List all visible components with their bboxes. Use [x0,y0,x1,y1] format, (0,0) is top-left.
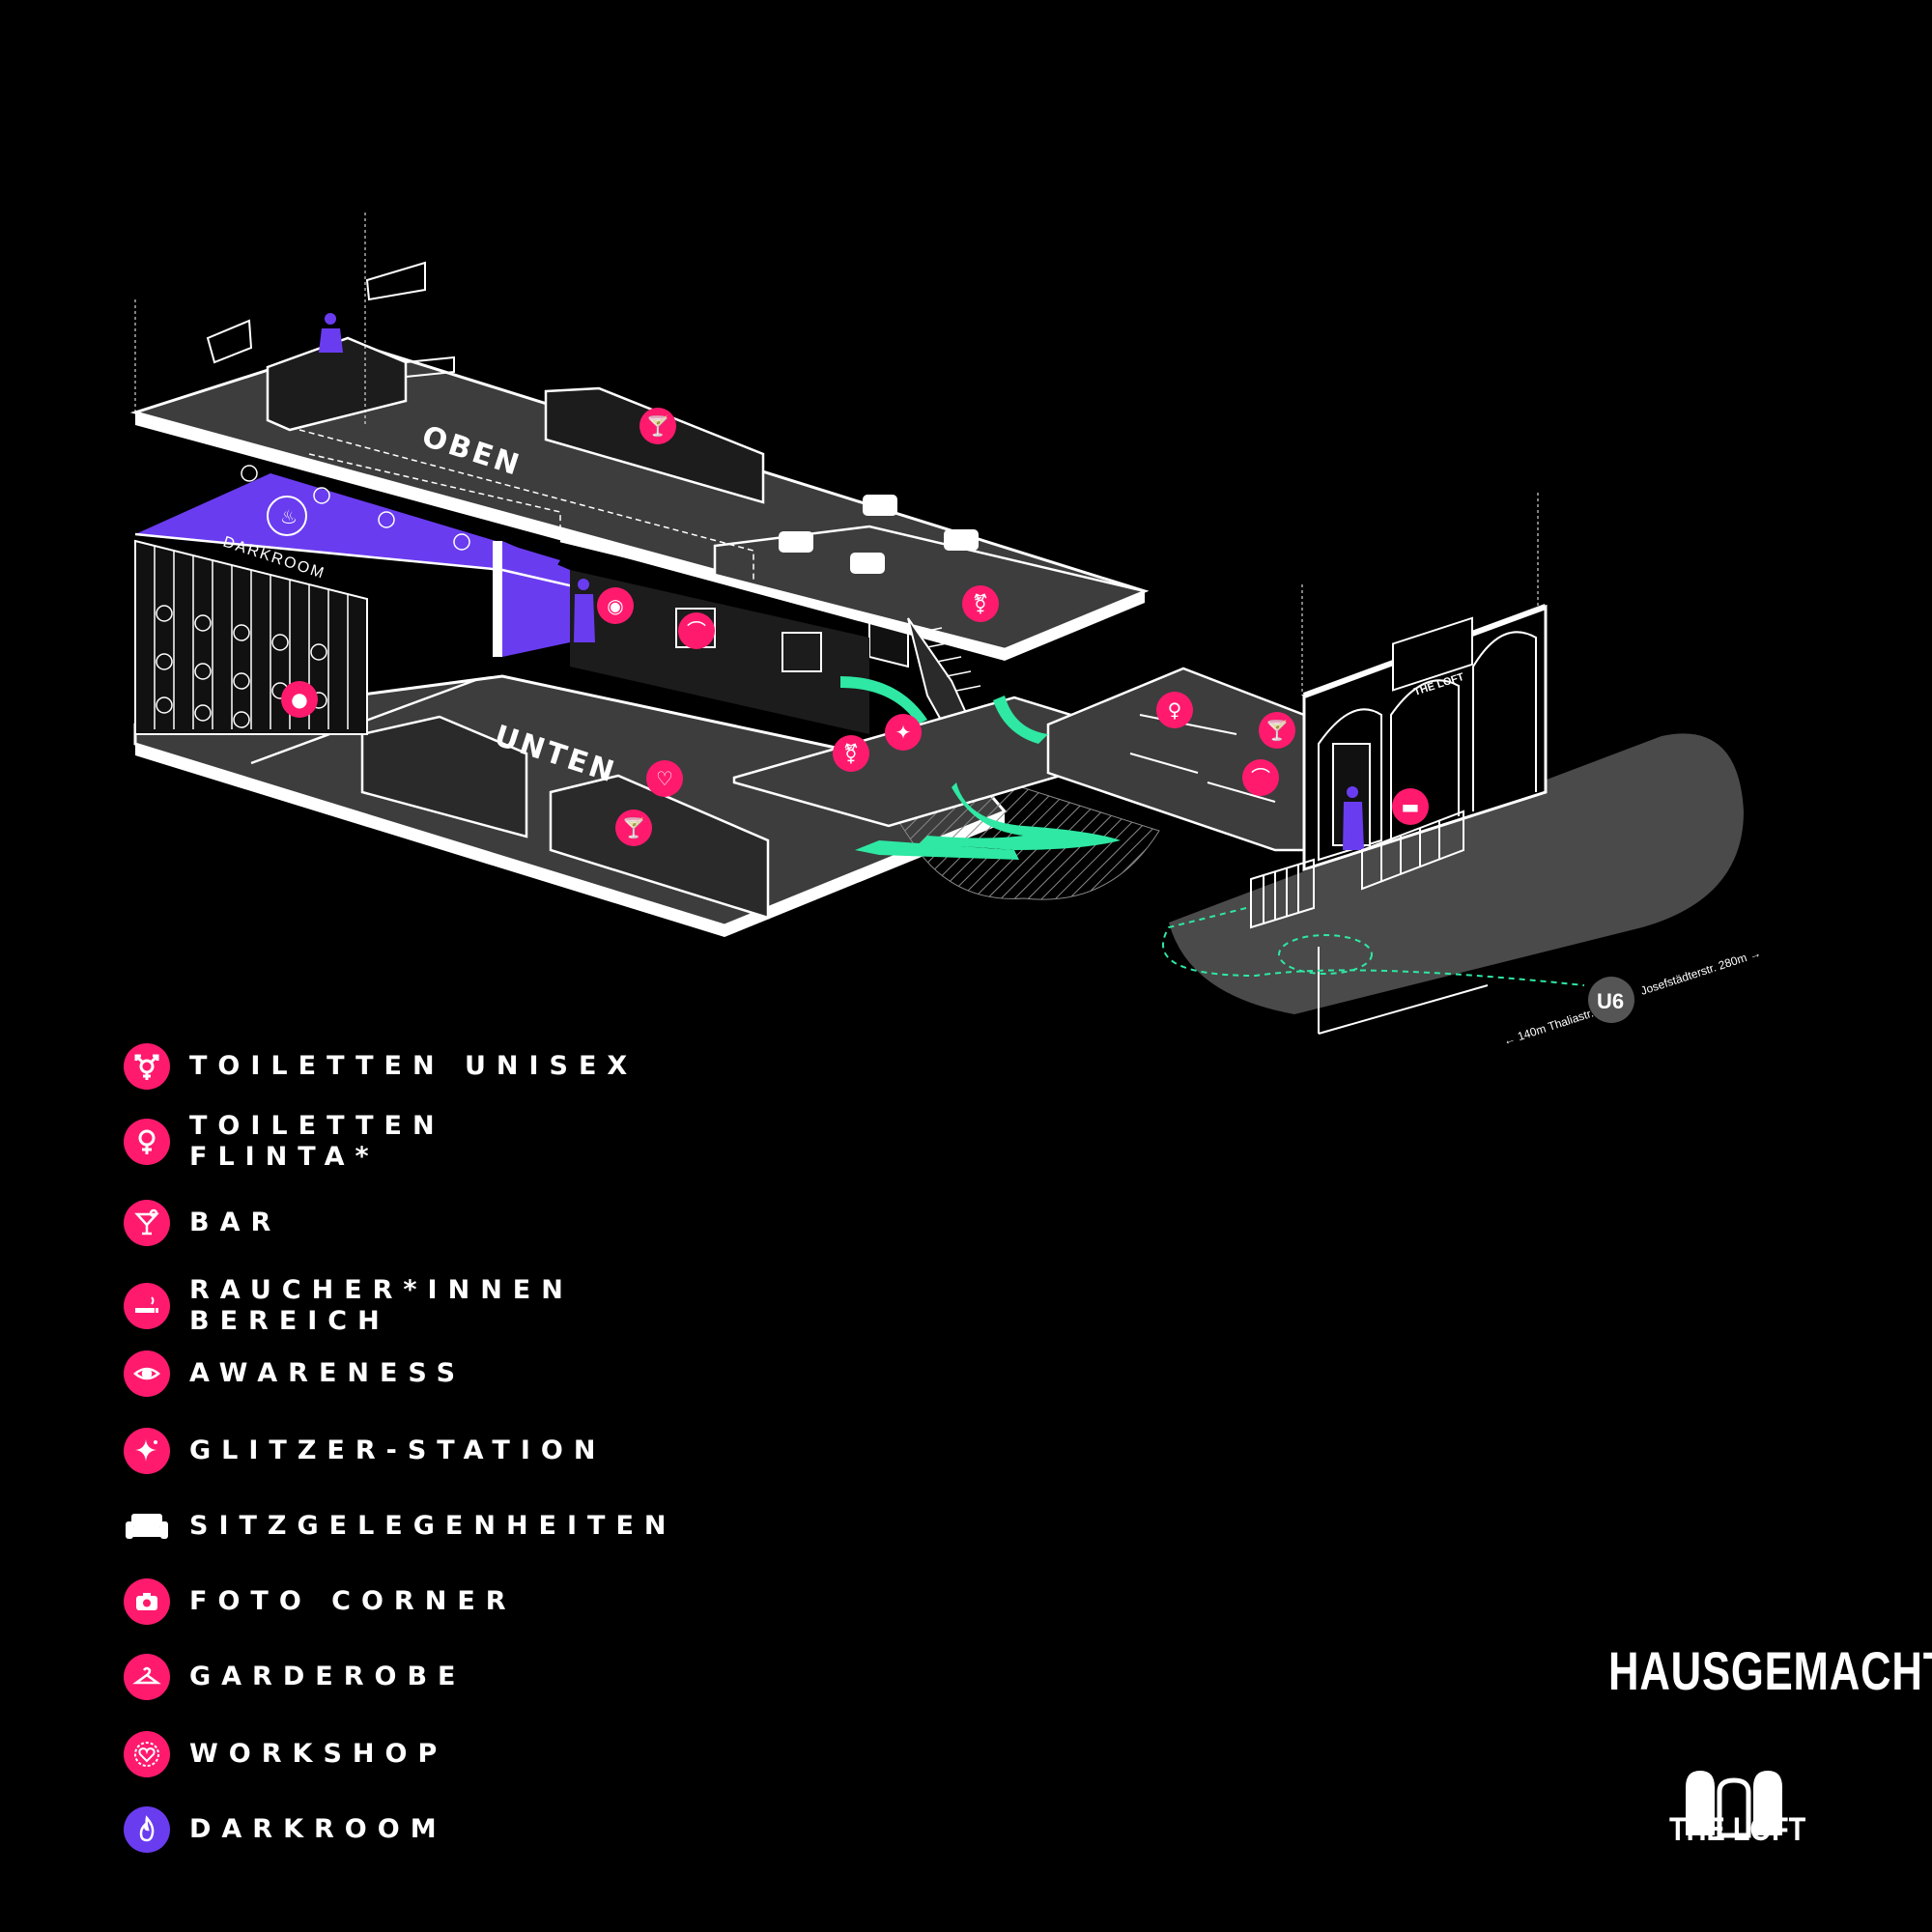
svg-text:⚧: ⚧ [843,742,860,765]
legend-item-seating: SITZGELEGENHEITEN [124,1503,677,1549]
legend-item-workshop: WORKSHOP [124,1731,447,1777]
legend-label: BAR [189,1208,282,1237]
metro-line-label: U6 [1597,989,1624,1013]
svg-text:⌒: ⌒ [1251,766,1270,789]
route-arrows [840,676,1121,860]
marker-bar-lower: 🍸 [615,810,652,846]
cocktail-glass-icon [124,1200,170,1246]
legend-label: RAUCHER*INNEN BEREICH [189,1275,574,1336]
svg-text:♀: ♀ [1168,698,1182,722]
sofa-icon [779,495,979,574]
marker-smoking: ▬ [1392,788,1429,825]
the-loft-logo-mark [1686,1771,1782,1838]
svg-text:✦: ✦ [895,721,912,744]
marker-awareness: ◉ [597,587,634,624]
svg-text:⌒: ⌒ [687,619,706,642]
legend-item-photo: FOTO CORNER [124,1578,517,1625]
flame-icon: ♨ [280,507,298,528]
bouncer-figure [1347,786,1358,798]
hanger-icon [124,1654,170,1700]
legend-item-darkroom: DARKROOM [124,1806,447,1853]
marker-garderobe-mid: ⌒ [678,612,715,649]
venue-sign [1392,616,1473,692]
marker-toilet-unisex-upper: ⚧ [962,585,999,622]
legend-label: SITZGELEGENHEITEN [189,1511,677,1541]
svg-text:🍸: 🍸 [622,816,646,839]
darkroom-map-marker [267,496,307,536]
svg-text:🍸: 🍸 [646,414,670,438]
speaker-right [365,261,426,301]
marker-bar-upper: 🍸 [639,408,676,444]
lower-bar-counter-2 [549,774,770,920]
legend-label: TOILETTEN FLINTA* [189,1111,445,1172]
legend-label: WORKSHOP [189,1739,448,1769]
svg-text:⚧: ⚧ [973,592,989,615]
upper-balcony [713,525,1150,651]
transgender-symbol-icon [124,1043,170,1090]
legend-item-glitter: GLITZER-STATION [124,1428,606,1474]
legend-item-toilets-unisex: TOILETTEN UNISEX [124,1043,638,1090]
marker-garderobe-right: ⌒ [1242,759,1279,796]
eye-icon [124,1350,170,1397]
the-loft-logo-text: THE LOFT [1669,1811,1806,1848]
upper-bar-counter [544,386,765,504]
marker-bar-right: 🍸 [1259,712,1295,749]
legend-label: AWARENESS [189,1358,467,1388]
dj-figure [325,313,336,325]
flame-icon [124,1806,170,1853]
route-to-metro [1162,907,1585,986]
entrance-fence [1250,810,1464,929]
map-markers: 🍸 ⚧ ◉ ⌒ ● ✦ ⚧ ♡ 🍸 ♀ 🍸 ⌒ ▬ [281,408,1429,846]
legend-item-smoking: RAUCHER*INNEN BEREICH [124,1275,574,1337]
sparkle-icon [124,1428,170,1474]
marker-foto: ● [281,681,318,718]
legend-item-cloakroom: GARDEROBE [124,1654,466,1700]
legend-label: GARDEROBE [189,1662,467,1691]
venue-floor-plan: DARKROOM ♨ OBEN [129,213,1763,1048]
legend-label: TOILETTEN UNISEX [189,1051,639,1081]
svg-text:♡: ♡ [656,767,673,790]
legend: TOILETTEN UNISEX TOILETTEN FLINTA* BAR R… [124,1043,858,1855]
legend-label: GLITZER-STATION [189,1435,607,1465]
legend-label: DARKROOM [189,1814,447,1844]
svg-text:▬: ▬ [1402,795,1420,818]
heart-badge-icon [124,1731,170,1777]
lower-bar-counter-1 [360,715,528,838]
marker-workshop: ♡ [646,760,683,797]
marker-glitzer: ✦ [885,714,922,751]
svg-text:●: ● [291,688,307,711]
svg-text:◉: ◉ [607,594,623,617]
dj-booth [266,336,408,432]
darkroom-area [135,473,560,657]
street-area [1169,733,1744,1014]
direction-left-label: ← 140m Thaliastr. [1502,1007,1596,1048]
svg-text:🍸: 🍸 [1265,719,1290,742]
marker-toilet-flinta: ♀ [1156,692,1193,728]
camera-icon [124,1578,170,1625]
legend-item-awareness: AWARENESS [124,1350,466,1397]
cigarette-icon [124,1283,170,1329]
speaker-left [206,319,253,364]
hausgemacht-logo: HAUSGEMACHT [1608,1640,1932,1701]
metro-badge [1588,977,1634,1023]
legend-label: FOTO CORNER [189,1586,517,1616]
direction-right-label: Josefstädterstr. 280m → [1639,946,1763,998]
legend-item-toilets-flinta: TOILETTEN FLINTA* [124,1111,445,1173]
sofa-icon [124,1503,170,1549]
marker-toilet-unisex-lower: ⚧ [833,735,869,772]
legend-item-bar: BAR [124,1200,281,1246]
female-symbol-icon [124,1119,170,1165]
